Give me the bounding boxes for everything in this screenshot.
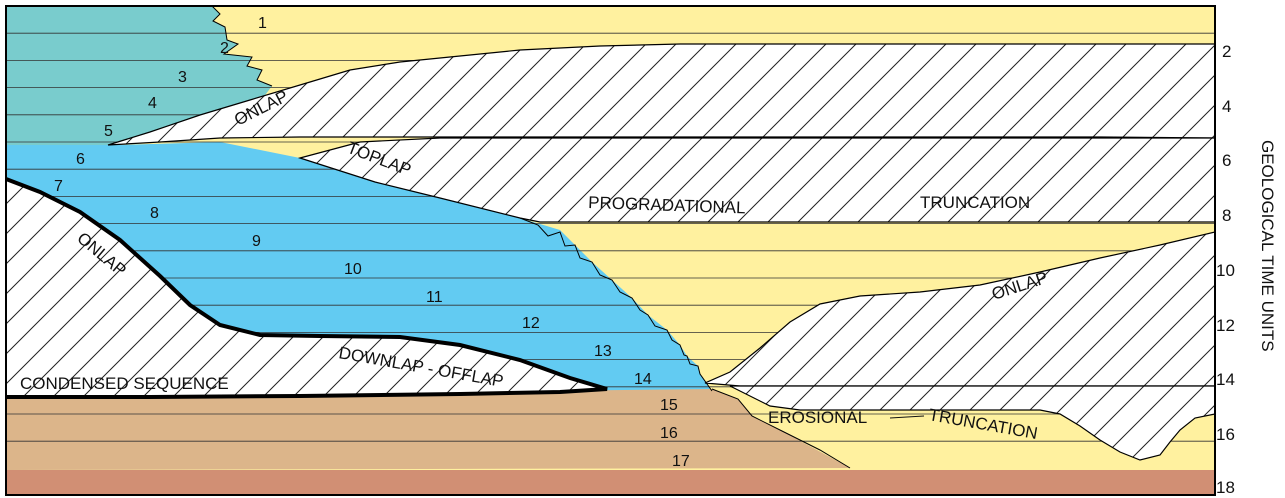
- label-condensed-sequence: CONDENSED SEQUENCE: [20, 374, 229, 393]
- tan-layers: [6, 389, 850, 470]
- condensed-boundary: [6, 177, 608, 399]
- layer-number: 2: [220, 40, 229, 57]
- hatch-zone-top-onlap: [107, 43, 1215, 146]
- layer-number: 8: [150, 205, 159, 222]
- teal-wedge: [6, 6, 272, 145]
- axis-tick-label: 6: [1222, 151, 1231, 170]
- red-brown-layer: [6, 470, 1215, 495]
- layer-number-group: 1 2 3 4 5 6 7 8 9 10 11 12 13 14 15 16 1…: [54, 15, 690, 470]
- time-axis: 2 4 6 8 10 12 14 16 18 GEOLOGICAL TIME U…: [1216, 42, 1277, 497]
- axis-tick-label: 12: [1216, 316, 1235, 335]
- axis-tick-label: 10: [1216, 261, 1235, 280]
- axis-tick-label: 14: [1216, 370, 1235, 389]
- layer-number: 4: [148, 95, 157, 112]
- axis-title: GEOLOGICAL TIME UNITS: [1258, 140, 1277, 352]
- layer-number: 14: [634, 371, 652, 388]
- diagram-frame: [5, 5, 1216, 496]
- layer-number: 1: [258, 15, 267, 32]
- layer-number: 13: [594, 343, 612, 360]
- zigzag-upper-boundary: [211, 6, 273, 87]
- layer-number: 12: [522, 315, 540, 332]
- axis-tick-label: 2: [1222, 42, 1231, 61]
- zigzag-lower-boundary: [519, 217, 713, 392]
- axis-tick-label: 18: [1216, 478, 1235, 497]
- hatch-zone-erosional-truncation: [729, 385, 1215, 461]
- label-erosional: EROSIONAL: [768, 408, 867, 427]
- layer-number: 5: [104, 123, 113, 140]
- layer-number: 9: [252, 233, 261, 250]
- layer-number: 17: [672, 453, 690, 470]
- layer-number: 7: [54, 178, 63, 195]
- axis-tick-label: 4: [1222, 97, 1231, 116]
- erosional-connector: [889, 415, 925, 419]
- layer-number: 16: [660, 425, 678, 442]
- axis-tick-label: 16: [1216, 425, 1235, 444]
- zigzag-tan-boundary: [711, 388, 851, 469]
- layer-number: 6: [76, 151, 85, 168]
- layer-number: 3: [178, 69, 187, 86]
- label-truncation-top: TRUNCATION: [920, 193, 1030, 212]
- layer-number: 15: [660, 397, 678, 414]
- axis-tick-label: 8: [1222, 206, 1231, 225]
- layer-number: 11: [426, 289, 443, 306]
- layer-number: 10: [344, 261, 362, 278]
